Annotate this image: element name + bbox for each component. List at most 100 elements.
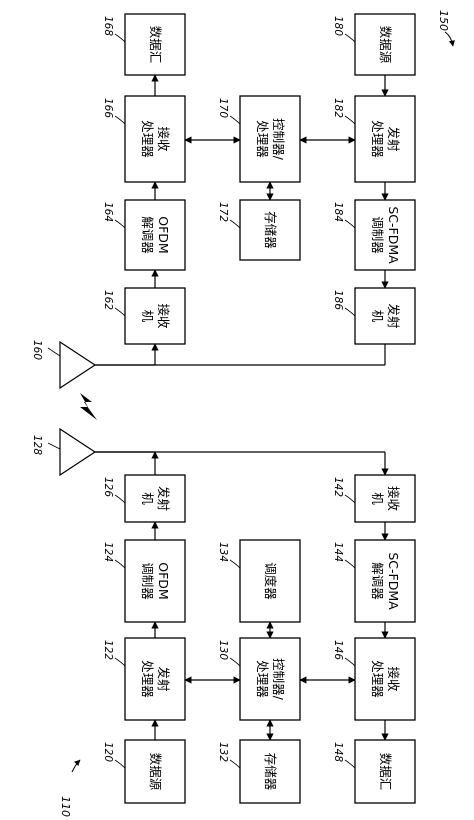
block-ref-numeral: 166: [102, 98, 114, 118]
block-label-line: 机: [370, 492, 385, 505]
block-frame: [124, 199, 186, 271]
leader-line: [344, 219, 356, 229]
block-label-line: 接收: [156, 126, 171, 152]
block-memory-132: 存储器 132: [217, 739, 301, 804]
svg-text:110: 110: [59, 796, 72, 817]
block-frame: [354, 739, 416, 804]
connections-bottom: [95, 451, 389, 741]
block-frame: [124, 637, 186, 721]
block-ref-numeral: 182: [332, 98, 344, 118]
block-frame: [354, 287, 416, 345]
figure-label-150: 150: [437, 10, 450, 31]
svg-text:150: 150: [437, 10, 450, 31]
block-label-line: 发射: [156, 486, 171, 511]
leader-line: [344, 115, 356, 125]
leader-line: [114, 494, 126, 504]
block-label-line: 调制器: [140, 562, 155, 600]
block-ref-numeral: 130: [217, 640, 229, 660]
leader-line: [229, 115, 241, 125]
leader-line: [229, 219, 241, 229]
leader-line: [344, 759, 356, 769]
block-label-line: 发射: [156, 666, 171, 691]
block-ref-numeral: 124: [102, 542, 114, 562]
connections-top: [95, 74, 389, 366]
leader-line: [114, 657, 126, 667]
block-frame: [354, 474, 416, 523]
block-label-line: 机: [140, 310, 155, 323]
block-ref-numeral: 132: [217, 742, 229, 762]
block-frame: [124, 13, 186, 76]
block-frame: [124, 474, 186, 523]
block-ref-numeral: 162: [102, 290, 114, 310]
block-frame: [239, 95, 301, 183]
block-label-line: 调制器: [370, 216, 385, 254]
block-label-line: 解调器: [140, 216, 155, 254]
block-frame: [354, 199, 416, 271]
block-frame: [124, 95, 186, 183]
block-label-line: 处理器: [370, 660, 385, 698]
block-ref-numeral: 172: [217, 202, 229, 222]
block-ref-numeral: 170: [217, 98, 229, 118]
antenna-160: 160: [31, 340, 97, 390]
leader-line: [114, 559, 126, 569]
block-ref-numeral: 184: [332, 202, 344, 222]
block-frame: [354, 13, 416, 76]
leader-line: [344, 307, 356, 317]
block-memory-172: 存储器 172: [217, 199, 301, 261]
block-ref-numeral: 126: [102, 477, 114, 497]
block-frame: [354, 637, 416, 721]
block-label-line: 接收: [386, 486, 401, 512]
block-ref-numeral: 146: [332, 640, 344, 660]
block-label-line: 解调器: [370, 562, 385, 600]
block-frame: [239, 199, 301, 261]
block-ref-numeral: 164: [102, 202, 114, 222]
block-transmitter-126: 发射机 126: [102, 474, 186, 523]
block-label-line: 调度器: [263, 562, 278, 600]
block-label-line: 控制器/: [271, 658, 286, 701]
block-frame: [124, 539, 186, 623]
block-label-line: 处理器: [370, 120, 385, 158]
block-frame: [354, 539, 416, 623]
block-ref-numeral: 122: [102, 640, 114, 660]
leader-line: [344, 494, 356, 504]
block-ref-numeral: 168: [102, 16, 114, 36]
block-label-line: 存储器: [263, 753, 278, 791]
block-controller-processor-170: 控制器/处理器 170: [217, 95, 301, 183]
block-label-line: SC-FDMA: [386, 552, 401, 610]
block-frame: [239, 539, 301, 623]
leader-line: [229, 759, 241, 769]
block-label-line: OFDM: [156, 216, 171, 253]
block-label-line: 处理器: [255, 120, 270, 158]
block-ref-numeral: 120: [102, 742, 114, 762]
block-ref-numeral: 148: [332, 742, 344, 762]
leader-line: [344, 559, 356, 569]
leader-line: [114, 759, 126, 769]
block-label-line: 数据汇: [148, 26, 163, 64]
block-label-line: 控制器/: [271, 118, 286, 161]
block-frame: [124, 739, 186, 804]
block-frame: [239, 637, 301, 721]
block-label-line: 存储器: [263, 211, 278, 249]
svg-text:128: 128: [31, 435, 43, 455]
block-label-line: SC-FDMA: [386, 206, 401, 264]
block-ref-numeral: 144: [332, 542, 344, 562]
block-frame: [239, 739, 301, 804]
block-label-line: 机: [140, 492, 155, 505]
block-frame: [124, 287, 186, 345]
block-label-line: 处理器: [140, 660, 155, 698]
block-data-sink-168: 数据汇 168: [102, 13, 186, 76]
